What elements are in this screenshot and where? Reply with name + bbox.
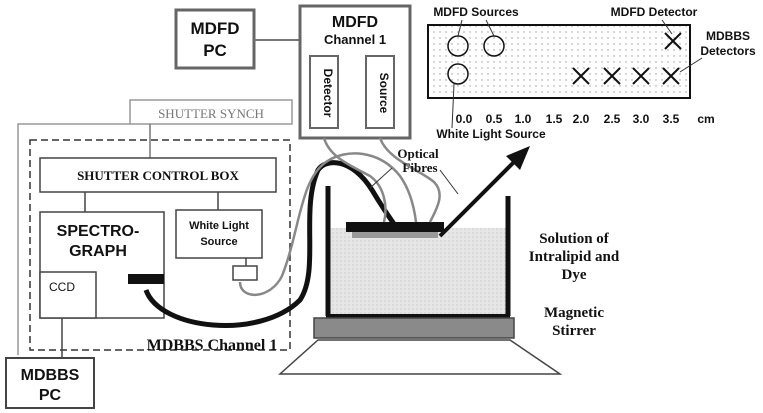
- probe-inset-panel: [427, 24, 691, 99]
- mdbbs-detectors-line1: MDBBS: [706, 29, 750, 43]
- spectrograph-box: SPECTRO- GRAPH CCD: [39, 211, 165, 319]
- spectrograph-line2: GRAPH: [69, 243, 127, 260]
- mdbbs-pc-line1: MDBBS: [21, 367, 80, 384]
- wls-pointer: [451, 83, 455, 129]
- spectrograph-port: [128, 274, 164, 284]
- detector-crosses: [572, 32, 682, 85]
- wls-line2: Source: [200, 236, 237, 248]
- shutter-synch-box: SHUTTER SYNCH: [129, 99, 293, 125]
- probe-head: [346, 222, 444, 232]
- zoom-arrow-line: [438, 158, 518, 238]
- white-light-source-circle: [447, 63, 469, 85]
- wls-port: [232, 265, 258, 281]
- mdfd-pc-line1: MDFD: [190, 19, 239, 38]
- probe-inset: MDFD Sources MDFD Detector MDBBS Detecto…: [427, 5, 756, 141]
- mdfd-channel-line2: Channel 1: [324, 32, 386, 47]
- scale-label: 0.0: [456, 112, 473, 126]
- shutter-control-label: SHUTTER CONTROL BOX: [77, 168, 239, 183]
- source-label: Source: [377, 73, 391, 114]
- source-box: [365, 55, 395, 129]
- scale-label: 3.5: [663, 112, 680, 126]
- optical-fibres-line2: Fibres: [402, 160, 437, 175]
- scale-unit: cm: [697, 112, 714, 126]
- magnetic-stirrer: [278, 317, 563, 375]
- mdbbs-detector-cross: [603, 67, 621, 85]
- solution-line1: Solution of: [539, 231, 610, 247]
- mdfd-pc-box: MDFD PC: [174, 8, 256, 70]
- mdfd-channel-line1: MDFD: [332, 14, 378, 31]
- probe-face: [352, 232, 438, 238]
- scale-label: 3.0: [633, 112, 650, 126]
- synch-wire-left: [17, 123, 130, 355]
- mdbbs-channel-enclosure: [29, 139, 291, 351]
- fibre-pointer-1: [369, 167, 393, 189]
- scale-label: 1.5: [546, 112, 563, 126]
- mdfd-pc-line2: PC: [203, 41, 227, 60]
- mdbbs-detectors-line2: Detectors: [700, 44, 756, 58]
- spectrograph-line1: SPECTRO-: [57, 223, 140, 240]
- sources-pointer-2: [485, 19, 495, 37]
- shutter-synch-label: SHUTTER SYNCH: [158, 106, 264, 121]
- scale-label: 0.5: [486, 112, 503, 126]
- mdfd-detector-label: MDFD Detector: [611, 5, 698, 19]
- wls-line1: White Light: [189, 220, 249, 232]
- mdbbs-pc-line2: PC: [39, 387, 62, 404]
- mdbbs-detector-cross: [662, 67, 680, 85]
- solution-line3: Dye: [562, 267, 587, 283]
- scale-label: 2.5: [604, 112, 621, 126]
- mdbbs-channel-label: MDBBS Channel 1: [147, 337, 278, 354]
- shutter-control-box: SHUTTER CONTROL BOX: [39, 157, 277, 193]
- detector-label: Detector: [321, 69, 335, 118]
- stirrer-line2: Stirrer: [552, 323, 596, 339]
- white-light-source-box: White Light Source: [175, 209, 263, 281]
- mdbbs-pc-box: MDBBS PC: [5, 357, 95, 409]
- solution-tank: [325, 186, 511, 318]
- fibre-pointer-2: [439, 169, 459, 195]
- optical-fibres: [143, 137, 441, 328]
- mdbbs-detectors-pointer: [679, 57, 703, 73]
- sources-pointer-1: [457, 19, 463, 37]
- solution-line2: Intralipid and: [529, 249, 620, 265]
- ccd-label: CCD: [49, 280, 75, 294]
- white-light-source-probe-label: White Light Source: [436, 127, 546, 141]
- ccd-box: [39, 271, 97, 319]
- detector-box: [309, 55, 339, 129]
- scale-label: 1.0: [515, 112, 532, 126]
- stirrer-line1: Magnetic: [544, 305, 604, 321]
- mdbbs-detector-cross: [572, 67, 590, 85]
- optical-fibres-line1: Optical: [397, 146, 439, 161]
- mdfd-detector-cross: [664, 32, 682, 50]
- mdbbs-detector-cross: [632, 67, 650, 85]
- mdfd-channel-box: MDFD Channel 1 Detector Source: [298, 4, 412, 140]
- scale-label: 2.0: [573, 112, 590, 126]
- mdfd-sources-label: MDFD Sources: [433, 5, 519, 19]
- scale-labels: 0.0 0.5 1.0 1.5 2.0 2.5 3.0 3.5: [456, 112, 680, 126]
- liquid: [328, 228, 508, 314]
- detector-pointer: [661, 19, 673, 35]
- zoom-arrow-head: [506, 146, 530, 170]
